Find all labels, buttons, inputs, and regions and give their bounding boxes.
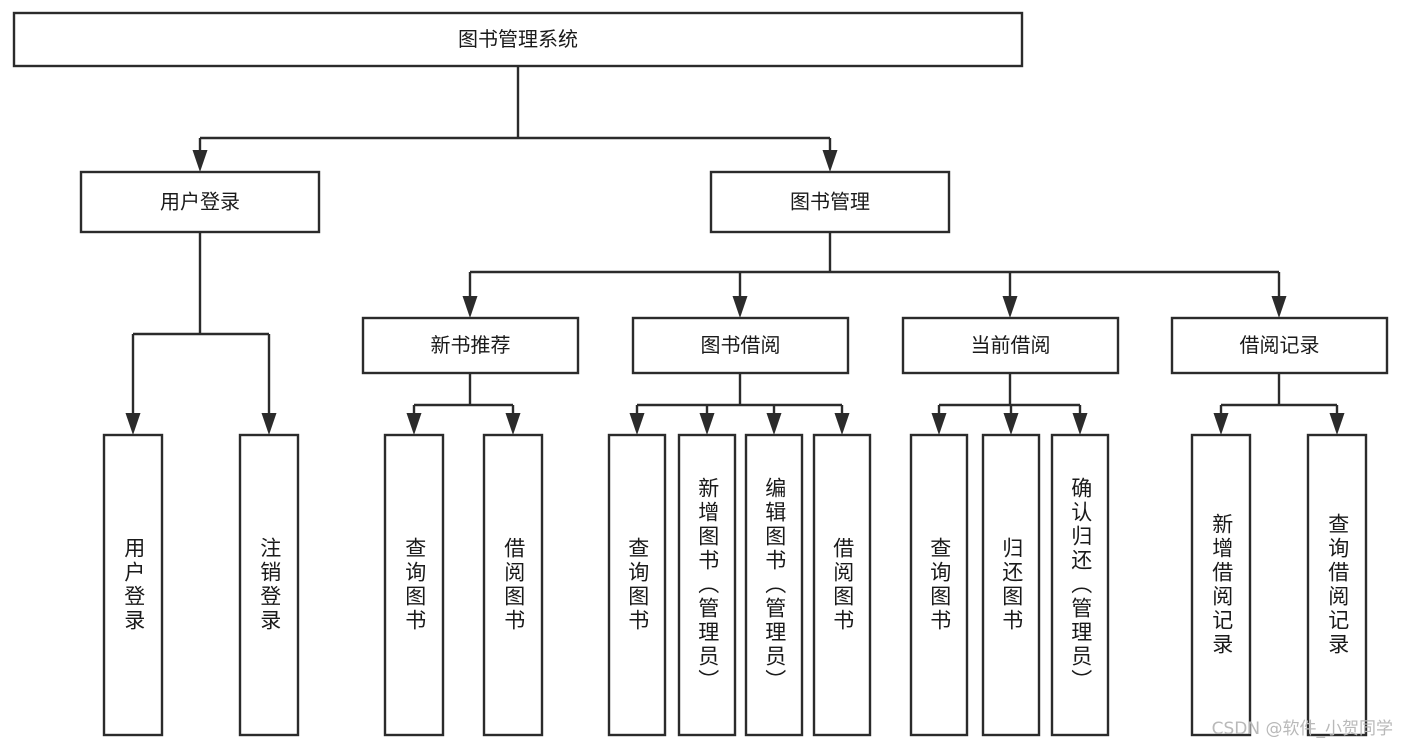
leaf-node-3-box[interactable] xyxy=(482,433,544,737)
arrow-connector-3 xyxy=(732,272,748,318)
arrow-connector-1 xyxy=(822,138,838,172)
arrow-connector-8 xyxy=(406,405,422,435)
arrow-head-icon xyxy=(834,413,850,435)
arrow-connector-2 xyxy=(462,272,478,318)
root-node[interactable]: 图书管理系统 xyxy=(12,11,1024,68)
level3-node-2-box[interactable] xyxy=(901,316,1120,375)
leaf-node-6-box[interactable] xyxy=(744,433,804,737)
connectors-layer xyxy=(125,66,1345,435)
level3-node-3[interactable]: 借阅记录 xyxy=(1170,316,1389,375)
arrow-connector-12 xyxy=(766,405,782,435)
level3-node-3-box[interactable] xyxy=(1170,316,1389,375)
arrow-head-icon xyxy=(629,413,645,435)
arrow-connector-16 xyxy=(1072,405,1088,435)
level2-node-0-box[interactable] xyxy=(79,170,321,234)
leaf-node-11-box[interactable] xyxy=(1190,433,1252,737)
user-login-bus xyxy=(133,232,269,336)
arrow-head-icon xyxy=(931,413,947,435)
leaf-node-2-box[interactable] xyxy=(383,433,445,737)
arrow-connector-10 xyxy=(629,405,645,435)
arrow-head-icon xyxy=(125,413,141,435)
level3-node-2-label: 当前借阅 xyxy=(971,333,1051,357)
current-borrow-bus xyxy=(939,373,1080,407)
level3-node-0-box[interactable] xyxy=(361,316,580,375)
arrow-connector-7 xyxy=(261,334,277,435)
level2-node-1-box[interactable] xyxy=(709,170,951,234)
arrow-connector-13 xyxy=(834,405,850,435)
record-bus xyxy=(1221,373,1337,407)
arrow-head-icon xyxy=(1072,413,1088,435)
leaf-node-1-box[interactable] xyxy=(238,433,300,737)
arrow-head-icon xyxy=(505,413,521,435)
arrow-head-icon xyxy=(822,150,838,172)
arrow-head-icon xyxy=(732,296,748,318)
leaf-node-7-box[interactable] xyxy=(812,433,872,737)
arrow-head-icon xyxy=(261,413,277,435)
root-node-label: 图书管理系统 xyxy=(458,27,578,51)
arrow-connector-18 xyxy=(1329,405,1345,435)
new-book-bus xyxy=(414,373,513,407)
arrow-connector-17 xyxy=(1213,405,1229,435)
leaf-node-12-box[interactable] xyxy=(1306,433,1368,737)
root-node-box[interactable] xyxy=(12,11,1024,68)
arrow-connector-11 xyxy=(699,405,715,435)
leaf-node-9-box[interactable] xyxy=(981,433,1041,737)
arrow-head-icon xyxy=(1002,296,1018,318)
arrow-connector-4 xyxy=(1002,272,1018,318)
arrow-head-icon xyxy=(1271,296,1287,318)
level2-node-1[interactable]: 图书管理 xyxy=(709,170,951,234)
root-bus xyxy=(200,66,830,140)
arrow-connector-15 xyxy=(1003,405,1019,435)
borrow-bus xyxy=(637,373,842,407)
leaf-node-8-box[interactable] xyxy=(909,433,969,737)
level2-node-1-label: 图书管理 xyxy=(790,190,870,214)
arrow-connector-6 xyxy=(125,334,141,435)
leaf-node-0-box[interactable] xyxy=(102,433,164,737)
level3-node-1[interactable]: 图书借阅 xyxy=(631,316,850,375)
csdn-watermark: CSDN @软件_小贺同学 xyxy=(1211,719,1393,739)
arrow-connector-14 xyxy=(931,405,947,435)
book-manage-bus xyxy=(470,232,1279,274)
level3-node-0-label: 新书推荐 xyxy=(431,333,511,357)
arrow-head-icon xyxy=(1329,413,1345,435)
arrow-connector-9 xyxy=(505,405,521,435)
arrow-head-icon xyxy=(766,413,782,435)
arrow-head-icon xyxy=(1213,413,1229,435)
arrow-head-icon xyxy=(192,150,208,172)
level3-node-1-label: 图书借阅 xyxy=(701,333,781,357)
level2-node-0-label: 用户登录 xyxy=(160,190,240,214)
arrow-head-icon xyxy=(699,413,715,435)
arrow-connector-0 xyxy=(192,138,208,172)
arrow-head-icon xyxy=(462,296,478,318)
arrow-head-icon xyxy=(1003,413,1019,435)
arrow-connector-5 xyxy=(1271,272,1287,318)
level3-node-0[interactable]: 新书推荐 xyxy=(361,316,580,375)
level3-node-3-label: 借阅记录 xyxy=(1240,333,1320,357)
level3-node-2[interactable]: 当前借阅 xyxy=(901,316,1120,375)
leaf-node-5-box[interactable] xyxy=(677,433,737,737)
level2-node-0[interactable]: 用户登录 xyxy=(79,170,321,234)
arrow-head-icon xyxy=(406,413,422,435)
leaf-node-10-box[interactable] xyxy=(1050,433,1110,737)
level3-node-1-box[interactable] xyxy=(631,316,850,375)
leaf-node-4-box[interactable] xyxy=(607,433,667,737)
